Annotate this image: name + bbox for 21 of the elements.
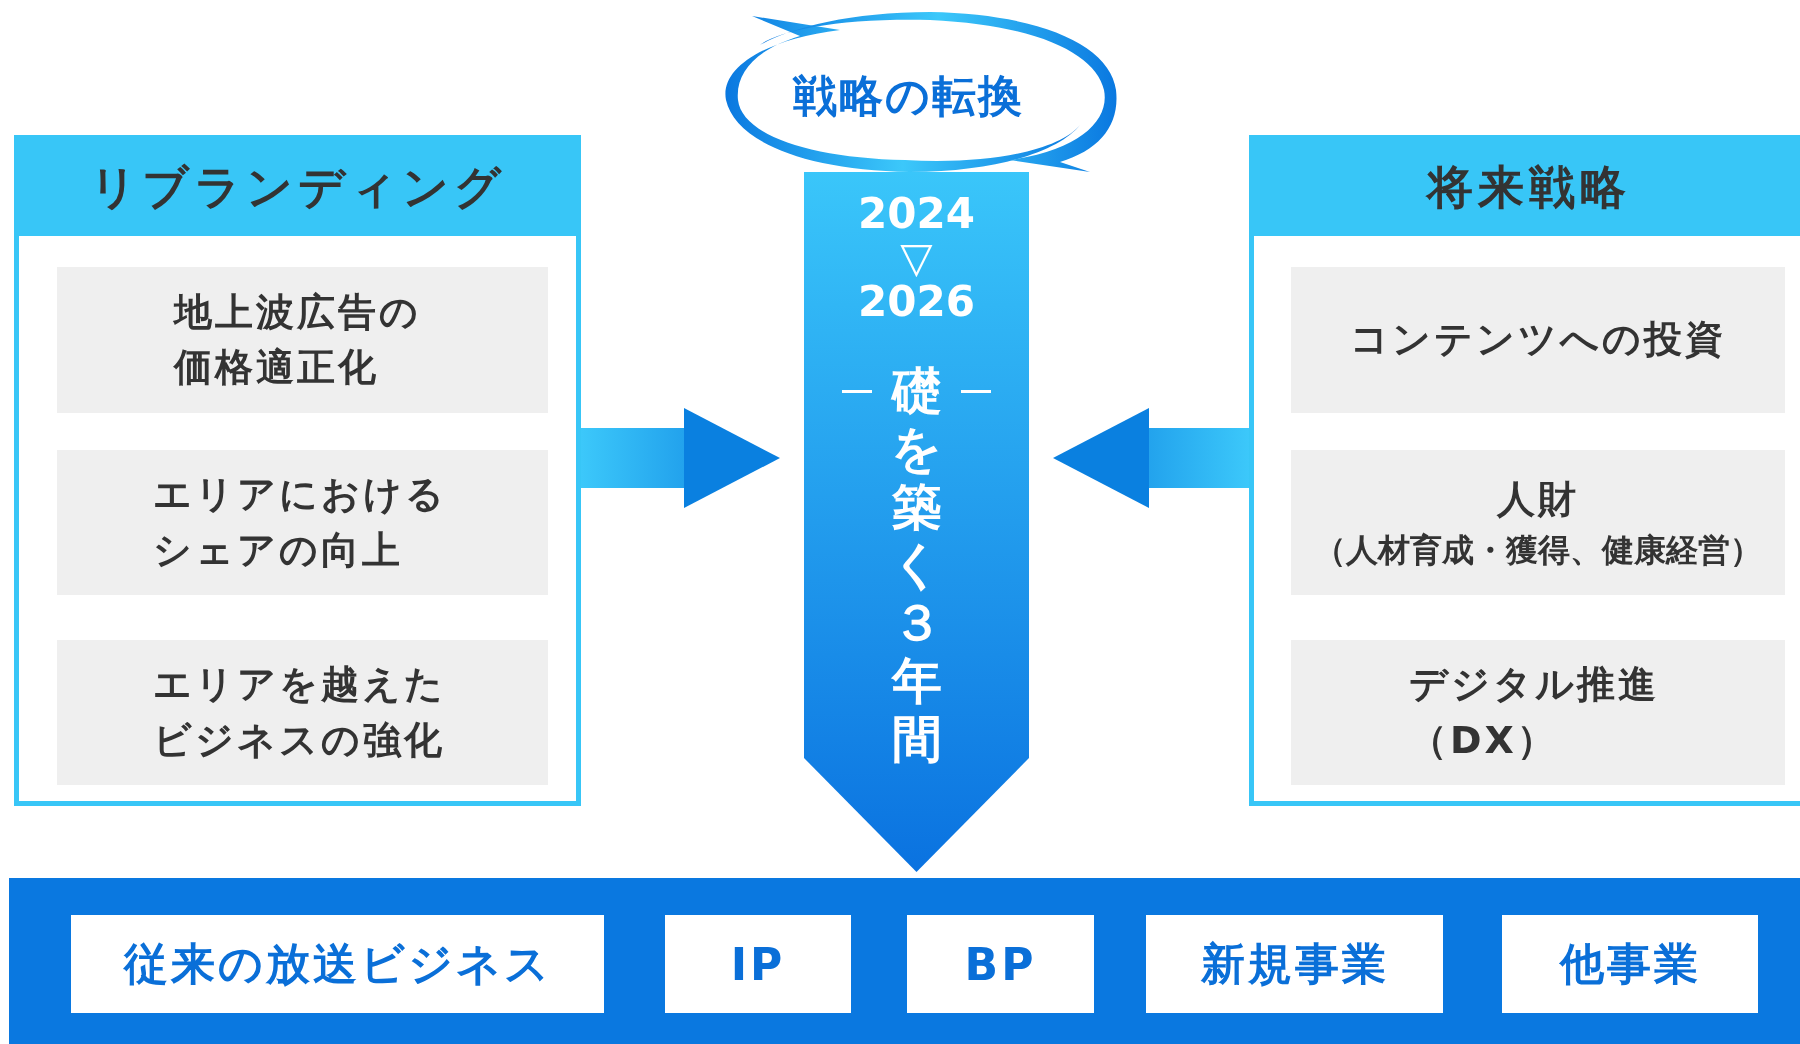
item-text: デジタル推進（DX） xyxy=(1409,661,1660,764)
block-arrow xyxy=(581,408,780,508)
business-box: 従来の放送ビジネス xyxy=(71,915,604,1013)
business-box: 他事業 xyxy=(1502,915,1758,1013)
business-band xyxy=(9,878,1800,1044)
item-text: 地上波広告の価格適正化 xyxy=(173,288,422,391)
item-text: 人財 xyxy=(1495,475,1580,523)
vertical-slogan: 礎を築く３年間 xyxy=(890,362,943,768)
strategy-panel xyxy=(14,135,581,806)
block-arrow xyxy=(1053,408,1249,508)
panel-header: 将来戦略 xyxy=(1254,140,1800,236)
item-text: （人材育成・獲得、健康経営） xyxy=(1313,529,1763,571)
item-text: エリアを越えたビジネスの強化 xyxy=(152,661,447,764)
item-text: コンテンツへの投資 xyxy=(1349,316,1727,364)
business-box: 新規事業 xyxy=(1146,915,1443,1013)
business-box: IP xyxy=(665,915,851,1013)
item-text: エリアにおけるシェアの向上 xyxy=(152,471,448,574)
panel-header: リブランディング xyxy=(19,140,576,236)
business-box: BP xyxy=(907,915,1094,1013)
year-range-text: 2024 ▽ 2026 xyxy=(857,192,976,324)
strategy-panel xyxy=(1249,135,1800,806)
